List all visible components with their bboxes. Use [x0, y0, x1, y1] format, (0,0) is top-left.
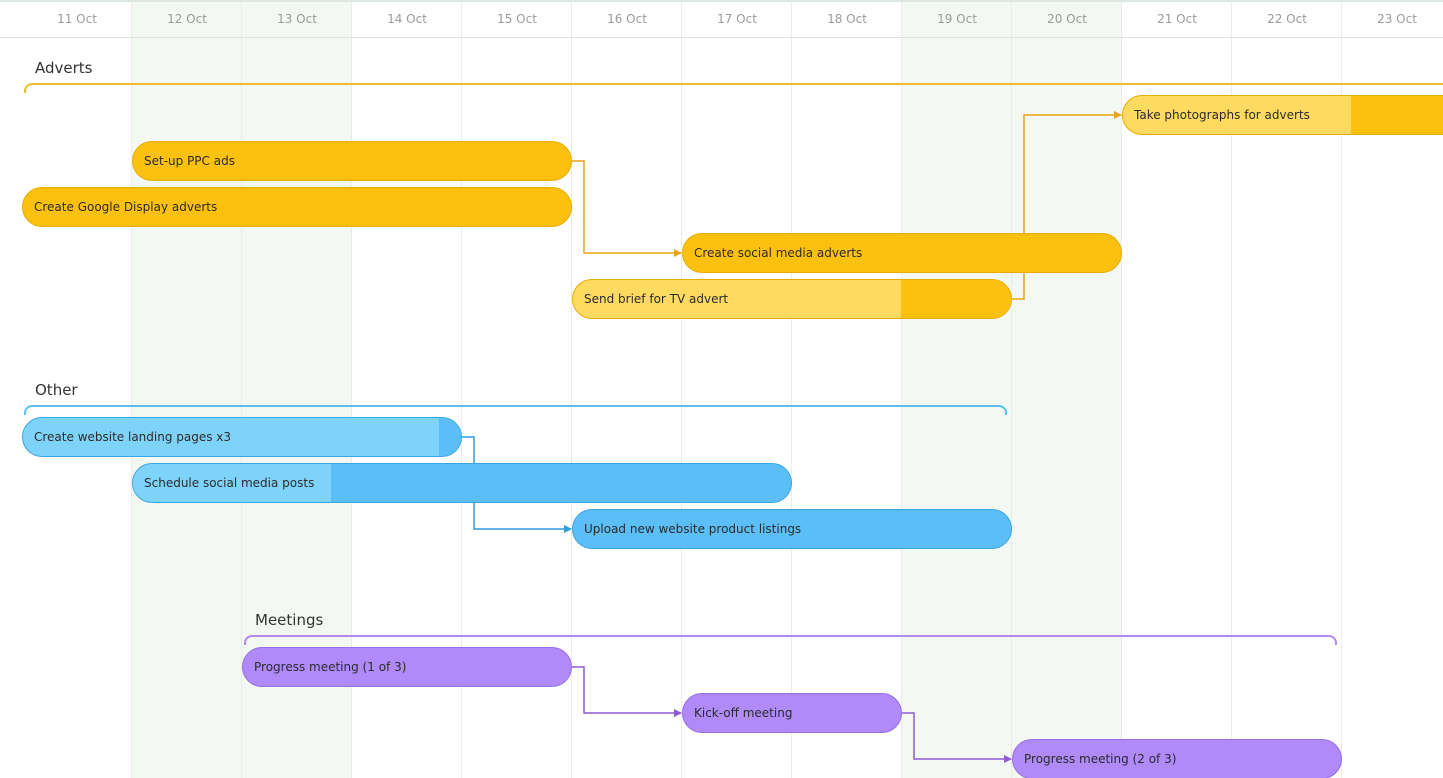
task-bar-take-photographs-for-adverts[interactable]: Take photographs for adverts: [1122, 95, 1443, 135]
dependency-connector: [902, 712, 1012, 763]
task-label: Send brief for TV advert: [584, 292, 729, 306]
task-bar-create-website-landing-pages[interactable]: Create website landing pages x3: [22, 417, 462, 457]
task-bar-upload-new-website-product-listings[interactable]: Upload new website product listings: [572, 509, 1012, 549]
dependency-connector: [572, 666, 682, 717]
group-label-other[interactable]: Other: [35, 381, 78, 399]
task-label: Take photographs for adverts: [1134, 108, 1310, 122]
day-column: [462, 0, 572, 778]
day-label: 14 Oct: [387, 12, 427, 26]
task-label: Schedule social media posts: [144, 476, 315, 490]
task-bar-progress-meeting-1-of-3[interactable]: Progress meeting (1 of 3): [242, 647, 572, 687]
task-label: Upload new website product listings: [584, 522, 802, 536]
task-bar-progress-meeting-2-of-3[interactable]: Progress meeting (2 of 3): [1012, 739, 1342, 778]
task-progress-fill: [901, 280, 1011, 318]
task-bar-create-social-media-adverts[interactable]: Create social media adverts: [682, 233, 1122, 273]
day-label: 13 Oct: [277, 12, 317, 26]
task-label: Progress meeting (2 of 3): [1024, 752, 1177, 766]
task-bar-send-brief-for-tv-advert[interactable]: Send brief for TV advert: [572, 279, 1012, 319]
day-column: [1232, 0, 1342, 778]
task-label: Set-up PPC ads: [144, 154, 235, 168]
task-bar-setup-ppc-ads[interactable]: Set-up PPC ads: [132, 141, 572, 181]
task-label: Create website landing pages x3: [34, 430, 232, 444]
group-bracket-meetings: [244, 635, 1337, 645]
task-bar-kick-off-meeting[interactable]: Kick-off meeting: [682, 693, 902, 733]
group-label-adverts[interactable]: Adverts: [35, 59, 93, 77]
day-label: 20 Oct: [1047, 12, 1087, 26]
group-label-meetings[interactable]: Meetings: [255, 611, 324, 629]
dependency-connector: [572, 160, 682, 257]
task-label: Kick-off meeting: [694, 706, 793, 720]
day-label: 22 Oct: [1267, 12, 1307, 26]
day-label: 12 Oct: [167, 12, 207, 26]
day-column-weekend: [132, 0, 242, 778]
day-label: 23 Oct: [1377, 12, 1417, 26]
day-label: 15 Oct: [497, 12, 537, 26]
task-progress-fill: [133, 464, 331, 502]
dependency-connector: [1012, 111, 1122, 300]
task-label: Create Google Display adverts: [34, 200, 218, 214]
day-column: [572, 0, 682, 778]
task-label: Create social media adverts: [694, 246, 863, 260]
day-label: 17 Oct: [717, 12, 757, 26]
group-bracket-adverts: [24, 83, 1443, 93]
day-column-weekend: [1012, 0, 1122, 778]
day-label: 11 Oct: [57, 12, 97, 26]
task-progress-fill: [1351, 96, 1443, 134]
day-label: 18 Oct: [827, 12, 867, 26]
day-label: 19 Oct: [937, 12, 977, 26]
day-column: [682, 0, 792, 778]
day-column: [792, 0, 902, 778]
day-column: [22, 0, 132, 778]
day-label: 16 Oct: [607, 12, 647, 26]
day-label: 21 Oct: [1157, 12, 1197, 26]
task-bar-schedule-social-media-posts[interactable]: Schedule social media posts: [132, 463, 792, 503]
day-column-weekend: [902, 0, 1012, 778]
task-progress-fill: [439, 418, 461, 456]
day-column: [1122, 0, 1232, 778]
timeline-header: 11 Oct 12 Oct 13 Oct 14 Oct 15 Oct 16 Oc…: [0, 0, 1443, 38]
group-bracket-other: [24, 405, 1007, 415]
day-column: [352, 0, 462, 778]
task-label: Progress meeting (1 of 3): [254, 660, 407, 674]
task-bar-create-google-display-adverts[interactable]: Create Google Display adverts: [22, 187, 572, 227]
